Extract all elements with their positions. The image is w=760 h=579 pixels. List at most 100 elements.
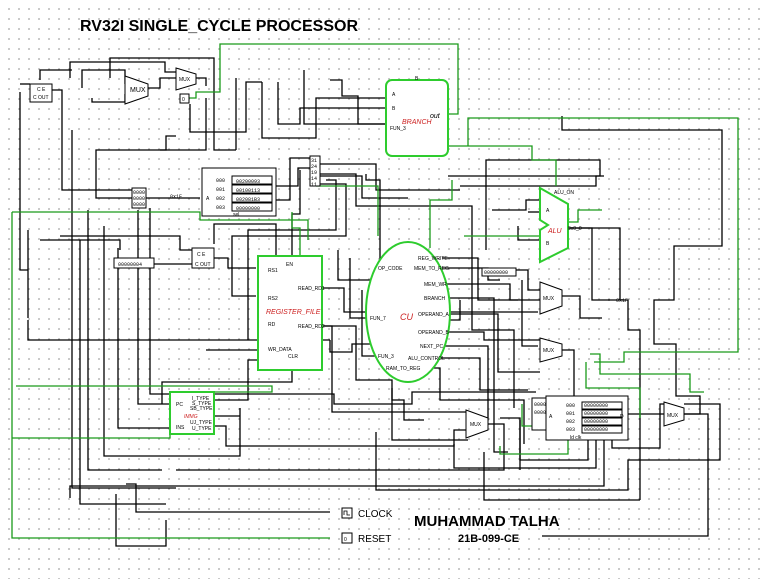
immgen-u-type: U_TYPE [192,426,212,432]
mux-top-right[interactable]: MUX [175,67,197,91]
clock-pin[interactable]: CLOCK [341,507,393,520]
cu-alu-control: ALU_CONTROL [408,356,445,362]
immgen-label: IMMG [184,414,198,420]
immgen-uj-type: UJ_TYPE [190,420,213,426]
cu-operand-a: OPERAND_A [418,312,450,318]
clock-square-wave-icon [343,510,350,516]
author-name: MUHAMMAD TALHA [414,513,560,530]
svg-text:31: 31 [311,158,317,164]
branch-in-fun3: FUN_3 [390,126,406,132]
svg-text:00000000: 00000000 [584,419,608,425]
cu-next-pc: NEXT_PC [420,344,443,350]
immgen-ins: INS [176,425,185,431]
alu-label: ALU [547,228,563,235]
data-memory[interactable]: 000 001 002 003 00000000 00000000 000000… [545,395,629,441]
cu-branch: BRANCH [424,296,446,302]
svg-text:00000000: 00000000 [484,270,508,276]
immgen-s-type: S_TYPE [192,401,212,407]
svg-text:A: A [549,414,553,420]
immgen-i-type: I_TYPE [192,396,210,402]
roll-number: 21B-099-CE [458,533,519,545]
cu-operand-b: OPERAND_B [418,330,450,336]
immgen-pc: PC [176,402,183,408]
address-input-display[interactable]: 0000 0000 0000 [131,187,147,209]
svg-text:0000: 0000 [534,402,546,408]
pc-register[interactable]: C E C OUT [29,83,53,103]
regfile-rd1: READ_RD1 [298,286,325,292]
svg-text:C E: C E [197,252,206,258]
svg-text:14: 14 [311,176,317,182]
pc-adder[interactable]: C E C OUT [191,247,215,269]
svg-text:11: 11 [311,182,317,188]
svg-text:0x1F: 0x1F [170,194,182,200]
branch-out: out [430,113,441,120]
instruction-memory[interactable]: 000 001 002 003 00200093 00100113 002081… [201,167,277,218]
svg-text:00100113: 00100113 [236,188,260,194]
alu[interactable]: ALU_ON A B 0x0_0 ALU [539,186,582,264]
ram-bottom-label: ld clk [570,435,582,441]
svg-text:19: 19 [311,170,317,176]
mux-alu-operand[interactable]: MUX [539,281,563,315]
schematic-title: RV32I SINGLE_CYCLE PROCESSOR [80,18,358,35]
svg-text:A: A [206,196,210,202]
cu-reg-write: REG_WRITE [418,256,448,262]
svg-text:000: 000 [566,403,575,409]
svg-text:24: 24 [311,164,317,170]
regfile-rs1: RS1 [268,268,278,274]
svg-text:001: 001 [216,187,225,193]
regfile-clr: CLR [288,354,298,360]
mux-next-pc-label: MUX [130,87,146,94]
mux-output[interactable]: MUX [663,401,685,427]
mux-alu-src-b-label: MUX [543,348,555,354]
svg-text:C E: C E [37,87,46,93]
svg-text:0: 0 [182,97,185,103]
regfile-wr-data: WR_DATA [268,347,292,353]
mux-writeback-label: MUX [470,422,482,428]
alu-in-b: B [546,241,550,247]
cu-mem-wr: MEM_WR [424,282,447,288]
reset-flipflop-icon: 0 [344,537,347,543]
svg-text:003: 003 [566,427,575,433]
svg-text:002: 002 [216,196,225,202]
mux-alu-src-b[interactable]: MUX [539,337,563,363]
branch-unit[interactable]: B A B FUN_3 out BRANCH [385,76,449,157]
mux-top-right-label: MUX [179,77,191,83]
control-unit-label: CU [400,312,413,322]
svg-text:0000: 0000 [534,410,546,416]
svg-text:00200093: 00200093 [236,179,260,185]
pc-adder-label: C OUT [195,262,211,268]
cu-ram-to-reg: RAM_TO_REG [386,366,420,372]
svg-text:00000000: 00000000 [236,206,260,212]
immediate-generator[interactable]: PC INS I_TYPE S_TYPE SB_TYPE UJ_TYPE U_T… [169,391,215,435]
cu-fun3: FUN_3 [378,354,394,360]
branch-in-a: A [392,92,396,98]
regfile-rs2: RS2 [268,296,278,302]
svg-text:00000000: 00000000 [584,427,608,433]
svg-text:00000000: 00000000 [584,411,608,417]
control-unit[interactable]: OP_CODE FUN_7 FUN_3 REG_WRITE MEM_TO_REG… [365,241,451,383]
svg-text:D: D [620,414,624,420]
ram-input-display[interactable]: 0000 0000 [531,397,547,431]
reset-pin[interactable]: 0 RESET [341,532,391,545]
svg-text:00000004: 00000004 [118,262,142,268]
const-input[interactable]: 0 [179,93,190,104]
mux-writeback[interactable]: MUX [465,409,489,439]
regfile-en: EN [286,262,293,268]
cu-opcode: OP_CODE [378,266,403,272]
branch-in-b: B [392,106,396,112]
svg-text:0000: 0000 [133,202,145,208]
constant-hex-input[interactable]: 00000004 [113,257,155,269]
branch-target-display[interactable]: 00000000 [481,267,517,277]
alu-out: 0x0_0 [568,226,582,232]
mux-next-pc[interactable]: MUX [124,75,149,105]
cu-fun7: FUN_7 [370,316,386,322]
svg-text:0000: 0000 [133,196,145,202]
svg-text:001: 001 [566,411,575,417]
splitter-rom: 0x1F [170,194,182,200]
regfile-rd2: READ_RD2 [298,324,325,330]
svg-text:0x1F: 0x1F [616,298,628,304]
register-file[interactable]: EN RS1 RS2 RD WR_DATA READ_RD1 READ_RD2 … [257,255,325,371]
cu-mem-to-reg: MEM_TO_REG [414,266,449,272]
